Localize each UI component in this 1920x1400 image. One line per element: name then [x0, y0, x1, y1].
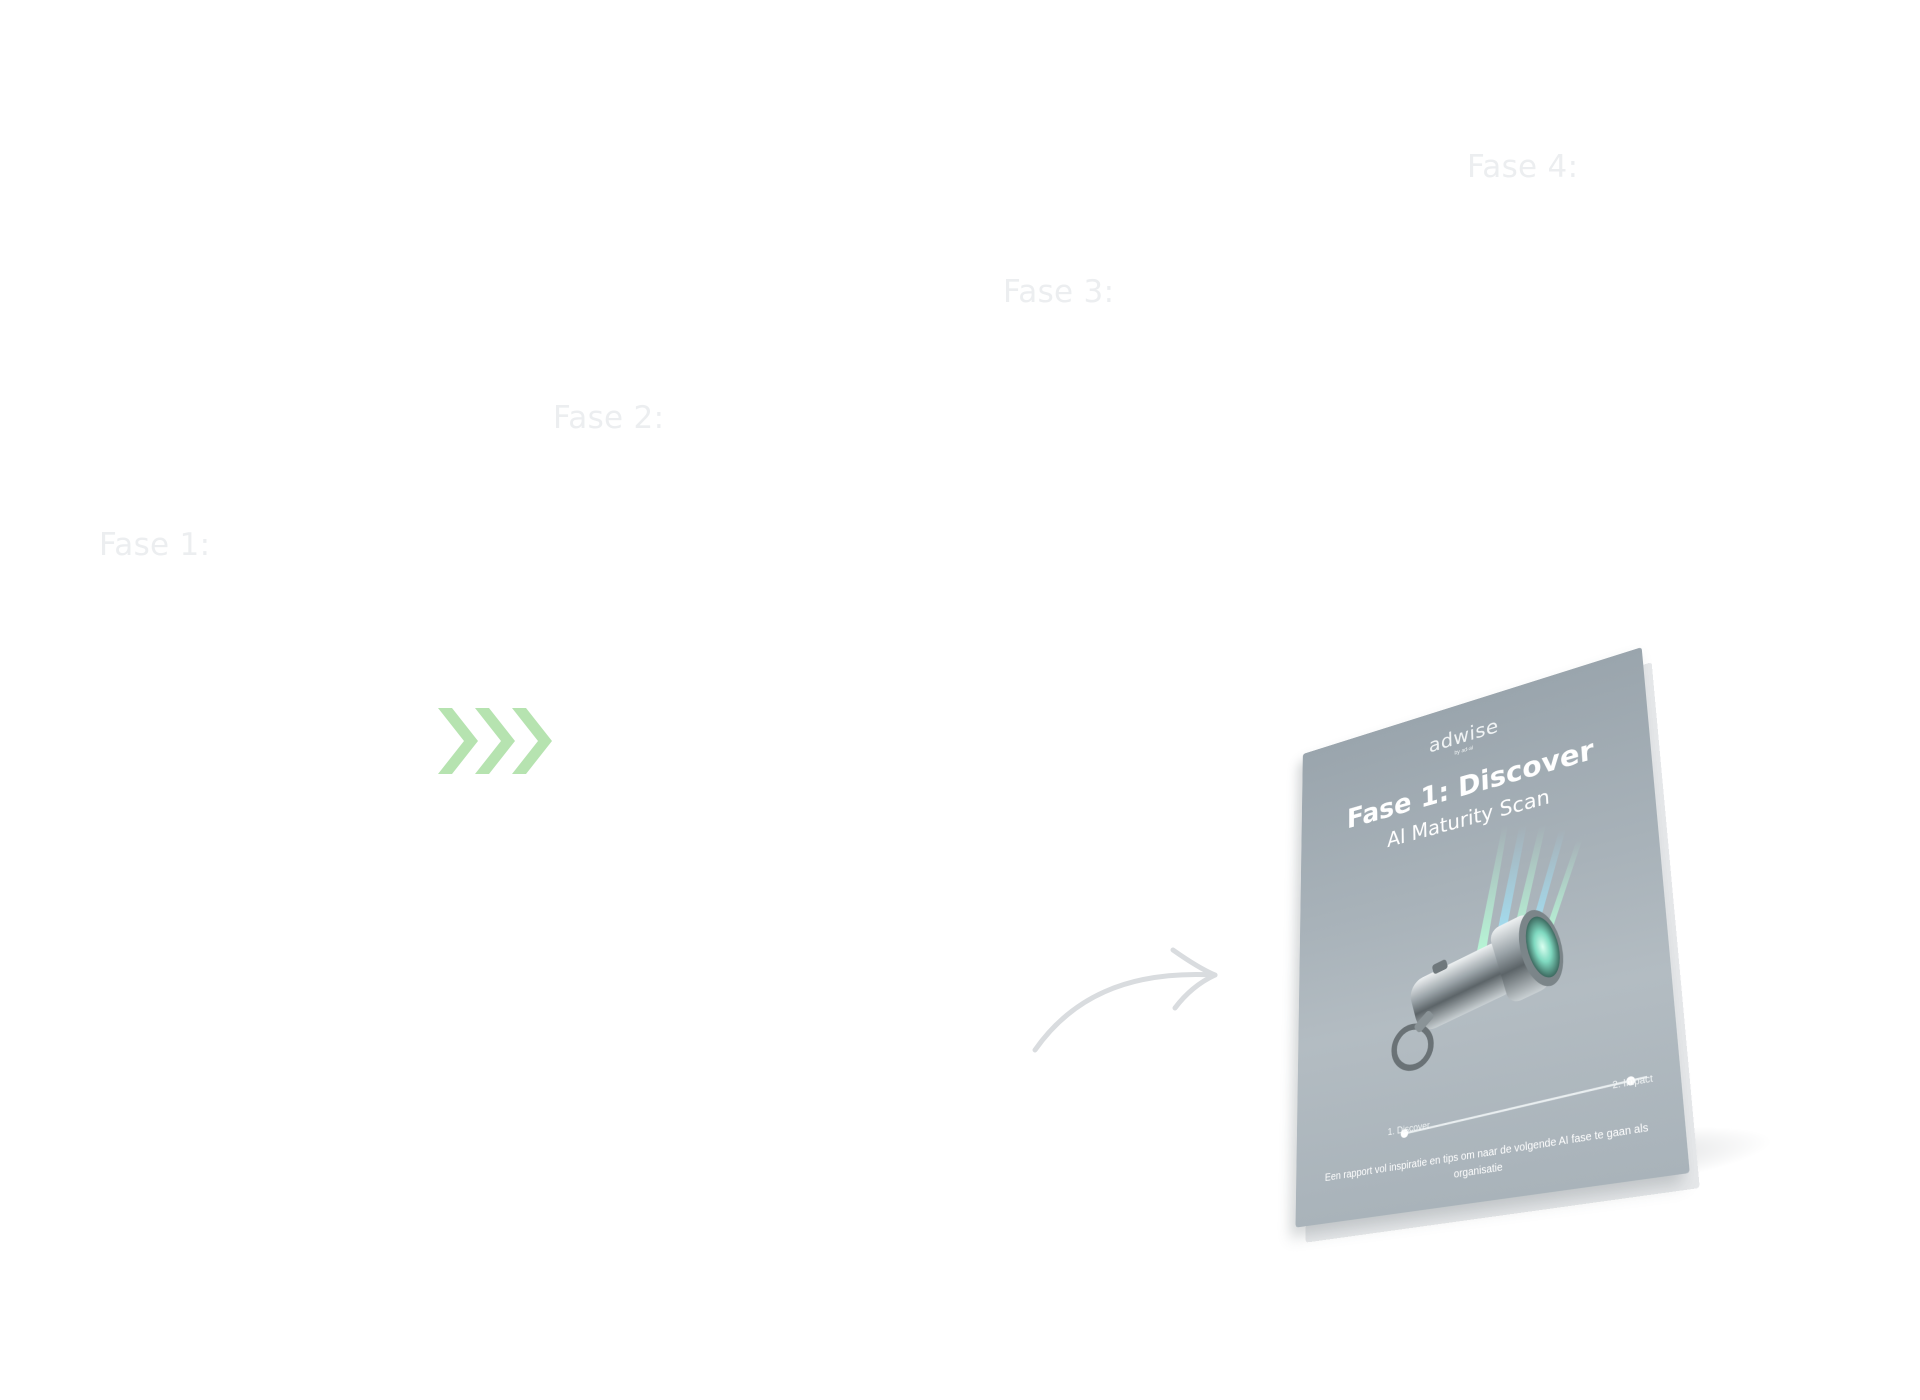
report-brochure: adwise by ad-ai Fase 1: Discover AI Matu…	[1255, 647, 1800, 1243]
chevron-icon	[512, 708, 552, 774]
phase-4-label: Fase 4:	[1467, 149, 1579, 185]
chevron-icon	[475, 708, 515, 774]
light-rays-icon	[1471, 824, 1589, 959]
chevron-right-triple-icon	[438, 708, 552, 774]
curved-arrow-icon	[1032, 947, 1218, 1053]
flashlight-icon	[1384, 901, 1572, 1083]
phase-3-label: Fase 3:	[1003, 274, 1115, 310]
phase-1-label: Fase 1:	[99, 527, 211, 563]
brochure-cover: adwise by ad-ai Fase 1: Discover AI Matu…	[1295, 647, 1690, 1228]
phase-2-label: Fase 2:	[553, 400, 665, 436]
chevron-icon	[438, 708, 478, 774]
